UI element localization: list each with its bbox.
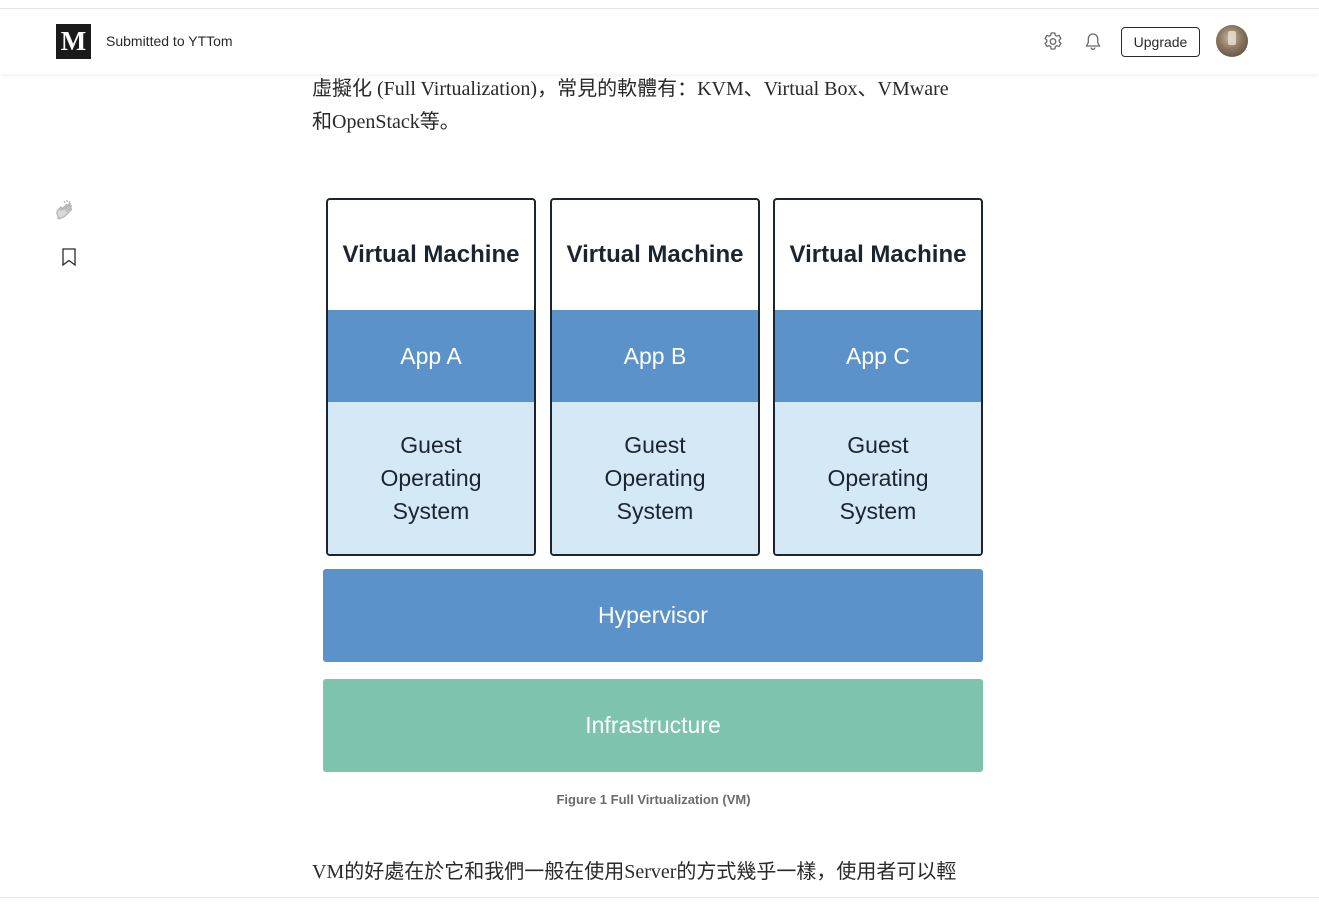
body-paragraph-line1: VM的好處在於它和我們一般在使用Server的方式幾乎一樣，使用者可以輕 (312, 861, 957, 883)
vm-box-b: Virtual Machine App B Guest Operating Sy… (550, 198, 760, 556)
guest-os-layer: Guest Operating System (775, 402, 981, 554)
intro-paragraph-line2: 和OpenStack等。 (312, 111, 460, 133)
hypervisor-layer: Hypervisor (323, 569, 983, 662)
vm-box-a: Virtual Machine App A Guest Operating Sy… (326, 198, 536, 556)
bookmark-icon[interactable] (60, 247, 78, 267)
vm-title: Virtual Machine (566, 241, 744, 268)
figure-caption: Figure 1 Full Virtualization (VM) (556, 792, 751, 807)
vm-box-c: Virtual Machine App C Guest Operating Sy… (773, 198, 983, 556)
bell-icon[interactable] (1081, 30, 1105, 54)
guest-os-layer: Guest Operating System (552, 402, 758, 554)
vm-title: Virtual Machine (342, 241, 520, 268)
vm-title: Virtual Machine (789, 241, 967, 268)
full-virtualization-diagram: Virtual Machine App A Guest Operating Sy… (322, 196, 986, 776)
upgrade-button[interactable]: Upgrade (1121, 27, 1200, 57)
clap-icon[interactable] (52, 198, 78, 224)
guest-os-layer: Guest Operating System (328, 402, 534, 554)
avatar[interactable] (1216, 25, 1248, 57)
medium-logo[interactable]: M (56, 24, 91, 59)
bottom-divider (0, 897, 1319, 898)
app-layer: App A (328, 310, 534, 402)
app-layer: App B (552, 310, 758, 402)
viewport-bottom-edge (0, 898, 1319, 910)
top-navbar: M Submitted to YTTom Upgrade (0, 9, 1319, 74)
intro-paragraph-line1: 虛擬化 (Full Virtualization)，常見的軟體有：KVM、Vir… (312, 78, 949, 100)
app-layer: App C (775, 310, 981, 402)
gear-icon[interactable] (1041, 30, 1065, 54)
top-divider (0, 8, 1319, 9)
infrastructure-layer: Infrastructure (323, 679, 983, 772)
submitted-to-label[interactable]: Submitted to YTTom (106, 33, 233, 49)
